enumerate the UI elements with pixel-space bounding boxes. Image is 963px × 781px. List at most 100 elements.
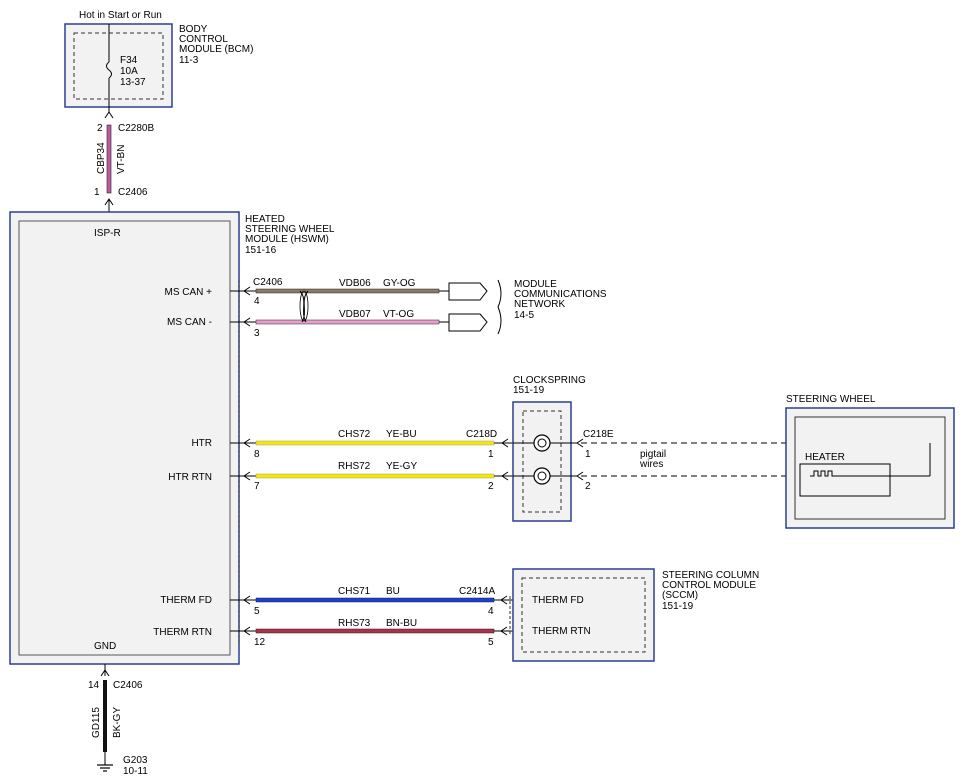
wire-vdb07-vt-og: [255, 319, 440, 325]
therm-rtn-circuit: RHS73: [338, 618, 371, 629]
clockspring-ref: 151-19: [513, 385, 545, 396]
can-minus-color: VT-OG: [383, 309, 414, 320]
steering-wheel-inner-box: [794, 416, 946, 520]
htr-rtn-pin: 7: [254, 481, 260, 492]
sccm-ref: 151-19: [662, 601, 694, 612]
fuse-ref: 13-37: [120, 77, 146, 88]
feed-top-connector: C2280B: [118, 123, 154, 134]
fuse-rating: 10A: [120, 66, 138, 77]
bcm-inner-dashed: [73, 32, 164, 100]
htr-rtn-color: YE-GY: [386, 461, 417, 472]
hswm-pin-ms-can-plus: MS CAN +: [164, 287, 212, 298]
therm-fd-connector-symbol: [243, 595, 251, 605]
therm-fd-sccm-connector: C2414A: [459, 586, 495, 597]
feed-bottom-pin: 1: [94, 187, 100, 198]
hswm-pin-ms-can-minus: MS CAN -: [167, 317, 212, 328]
clockspring-box: [512, 401, 572, 522]
therm-fd-color: BU: [386, 586, 400, 597]
wire-vdb06-gy-og: [255, 288, 440, 294]
htr-connector-symbol: [243, 438, 251, 448]
gnd-color-label: BK-GY: [112, 707, 123, 738]
wire-cbp34-vt-bn: [106, 124, 112, 194]
clockspring-coil-2-icon: [533, 467, 551, 485]
network-label-line1: MODULE: [514, 279, 557, 290]
therm-rtn-pin: 12: [254, 637, 266, 648]
bcm-label-line3: MODULE (BCM): [179, 44, 253, 55]
pigtail-pin1: 1: [585, 449, 591, 460]
hswm-ref: 151-16: [245, 245, 277, 256]
therm-fd-pin: 5: [254, 606, 260, 617]
c2280b-connector-symbol: [104, 111, 114, 119]
hswm-inner-box: [18, 220, 231, 656]
therm-fd-circuit: CHS71: [338, 586, 371, 597]
pigtail-pin2: 2: [585, 481, 591, 492]
therm-rtn-sccm-pin: 5: [488, 637, 494, 648]
htr-clockspring-connector: C218D: [466, 429, 497, 440]
clockspring-label: CLOCKSPRING: [513, 375, 586, 386]
wire-rhs72-ye-gy: [255, 473, 495, 479]
clockspring-coil-1-inner: [537, 438, 547, 448]
heater-label: HEATER: [805, 452, 845, 463]
c218d-pin1-symbol: [501, 438, 509, 448]
wire-chs72-ye-bu: [255, 440, 495, 446]
pigtail-label-line2: wires: [639, 459, 663, 470]
sccm-pin-therm-fd: THERM FD: [532, 595, 584, 606]
htr-pin: 8: [254, 449, 260, 460]
heater-resistor-icon: [810, 470, 836, 477]
can-twist-loop: [299, 290, 309, 322]
steering-wheel-box: [785, 407, 955, 529]
clockspring-coil-2-inner: [537, 471, 547, 481]
bcm-module-box: [64, 23, 173, 108]
wire-rhs73-bn-bu: [255, 628, 495, 634]
feed-color-label: VT-BN: [116, 145, 127, 174]
can-plus-network-arrow: [448, 282, 488, 301]
sccm-inner-dashed: [521, 577, 646, 653]
feed-bottom-connector: C2406: [118, 187, 148, 198]
hswm-pin-isp-r: ISP-R: [94, 228, 121, 239]
pigtail-label-line1: pigtail: [640, 449, 666, 460]
htr-rtn-circuit: RHS72: [338, 461, 371, 472]
network-label-line3: NETWORK: [514, 299, 565, 310]
htr-clockspring-pin: 1: [488, 449, 494, 460]
can-minus-pin: 3: [254, 328, 260, 339]
can-plus-circuit: VDB06: [339, 278, 371, 289]
sccm-box: [512, 568, 655, 662]
htr-rtn-connector-symbol: [243, 471, 251, 481]
hswm-pin-htr: HTR: [191, 438, 212, 449]
bcm-label-line1: BODY: [179, 24, 208, 35]
sccm-label-line1: STEERING COLUMN: [662, 570, 759, 581]
htr-circuit: CHS72: [338, 429, 371, 440]
hswm-pin-therm-fd: THERM FD: [160, 595, 212, 606]
can-minus-circuit: VDB07: [339, 309, 371, 320]
c218d-pin2-symbol: [501, 471, 509, 481]
pigtail-connector: C218E: [583, 429, 614, 440]
ground-point: G203: [123, 755, 148, 766]
hswm-pin-htr-rtn: HTR RTN: [168, 472, 212, 483]
can-plus-pin: 4: [254, 296, 260, 307]
hswm-pin-gnd: GND: [94, 641, 116, 652]
therm-fd-sccm-pin: 4: [488, 606, 494, 617]
c2414a-pin5-symbol: [500, 626, 508, 636]
hswm-label-line2: STEERING WHEEL: [245, 224, 335, 235]
sccm-pin-therm-rtn: THERM RTN: [532, 626, 591, 637]
can-plus-connector-symbol: [243, 286, 251, 296]
feed-circuit-label: CBP34: [96, 142, 107, 174]
can-connector-label: C2406: [253, 277, 283, 288]
can-minus-network-arrow: [448, 313, 488, 332]
htr-color: YE-BU: [386, 429, 417, 440]
can-plus-color: GY-OG: [383, 278, 416, 289]
hswm-label-line1: HEATED: [245, 214, 285, 225]
ground-ref: 10-11: [123, 766, 148, 777]
sccm-label-line3: (SCCM): [662, 590, 698, 601]
sccm-label-line2: CONTROL MODULE: [662, 580, 756, 591]
clockspring-inner-dashed: [522, 410, 562, 513]
bcm-ref: 11-3: [179, 55, 199, 66]
network-label-line2: COMMUNICATIONS: [514, 289, 607, 300]
c2414a-pin4-symbol: [500, 595, 508, 605]
network-brace: [497, 279, 502, 335]
hswm-label-line3: MODULE (HSWM): [245, 234, 329, 245]
fuse-name: F34: [120, 55, 138, 66]
feed-top-pin: 2: [97, 123, 103, 134]
